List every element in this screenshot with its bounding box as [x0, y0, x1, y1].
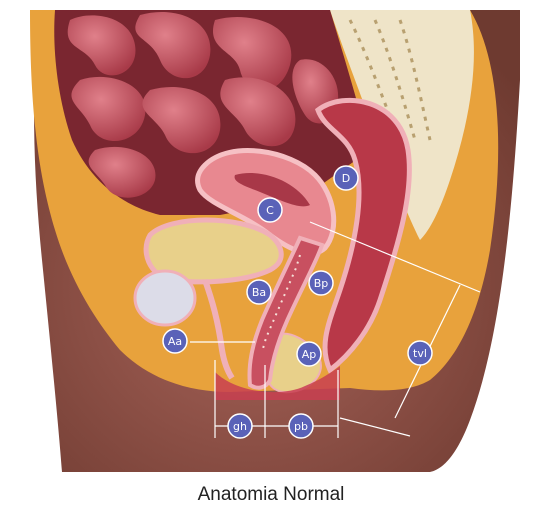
perineum	[215, 366, 340, 400]
svg-text:tvl: tvl	[413, 347, 427, 360]
svg-text:Bp: Bp	[314, 277, 329, 290]
svg-text:gh: gh	[233, 420, 247, 433]
svg-text:C: C	[266, 204, 274, 217]
vaginal-canal	[247, 235, 325, 390]
sacrum	[330, 10, 474, 240]
tvl-label: tvl	[407, 340, 433, 366]
svg-text:Ba: Ba	[252, 286, 266, 299]
urethra	[202, 279, 235, 380]
svg-text:pb: pb	[294, 420, 308, 433]
point-aa-label: Aa	[162, 328, 188, 354]
sacrum-pattern	[348, 19, 432, 141]
gh-label: gh	[227, 413, 253, 439]
uterine-cavity	[234, 173, 310, 207]
svg-text:Ap: Ap	[302, 348, 317, 361]
point-d-label: D	[333, 165, 359, 191]
pubic-bone	[133, 269, 197, 327]
point-ba-label: Ba	[246, 279, 272, 305]
pb-label: pb	[288, 413, 314, 439]
point-ap-label: Ap	[296, 341, 322, 367]
svg-text:Aa: Aa	[168, 335, 182, 348]
svg-text:D: D	[342, 172, 350, 185]
point-c-label: C	[257, 197, 283, 223]
point-bp-label: Bp	[308, 270, 334, 296]
diagram-caption: Anatomia Normal	[197, 484, 345, 505]
intestines	[67, 11, 339, 198]
rectum	[315, 97, 412, 374]
